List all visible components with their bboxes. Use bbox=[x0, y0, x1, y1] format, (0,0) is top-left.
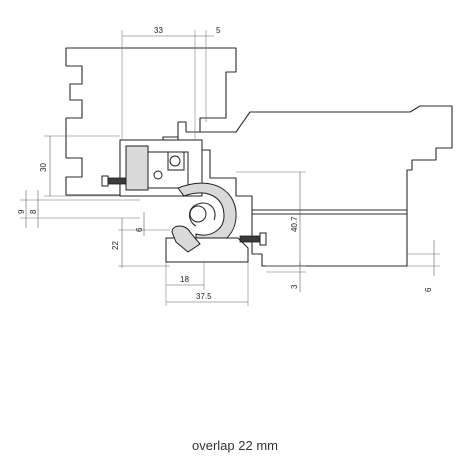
hinge-arm-inner bbox=[188, 202, 216, 227]
dimension-30: 30 bbox=[39, 163, 48, 172]
sash-adjust-screw-head bbox=[259, 232, 267, 246]
arm-pivot bbox=[189, 205, 207, 223]
dimension-22: 22 bbox=[111, 241, 120, 250]
dimension-33: 33 bbox=[154, 26, 163, 35]
dimension-6: 6 bbox=[135, 227, 144, 232]
dimension-18: 18 bbox=[180, 275, 189, 284]
dimension-8: 8 bbox=[29, 209, 38, 214]
dimension-37-5: 37.5 bbox=[196, 292, 212, 301]
hinge-plate bbox=[125, 145, 149, 191]
adjust-screw bbox=[105, 177, 127, 185]
sash-profile bbox=[177, 105, 453, 267]
dimension-3: 3 bbox=[290, 284, 299, 289]
frame-profile bbox=[65, 47, 237, 196]
caption: overlap 22 mm bbox=[192, 438, 278, 453]
sash-hinge-hook bbox=[171, 225, 201, 253]
sash-adjust-screw bbox=[239, 235, 263, 243]
pivot-circle bbox=[153, 170, 163, 180]
dimension-40-7: 40.7 bbox=[290, 216, 299, 232]
pivot-circle bbox=[169, 155, 181, 167]
dimension-6-right: 6 bbox=[424, 287, 433, 292]
dimension-5: 5 bbox=[216, 26, 221, 35]
dimension-9: 9 bbox=[17, 209, 26, 214]
adjust-screw-head bbox=[101, 175, 109, 187]
